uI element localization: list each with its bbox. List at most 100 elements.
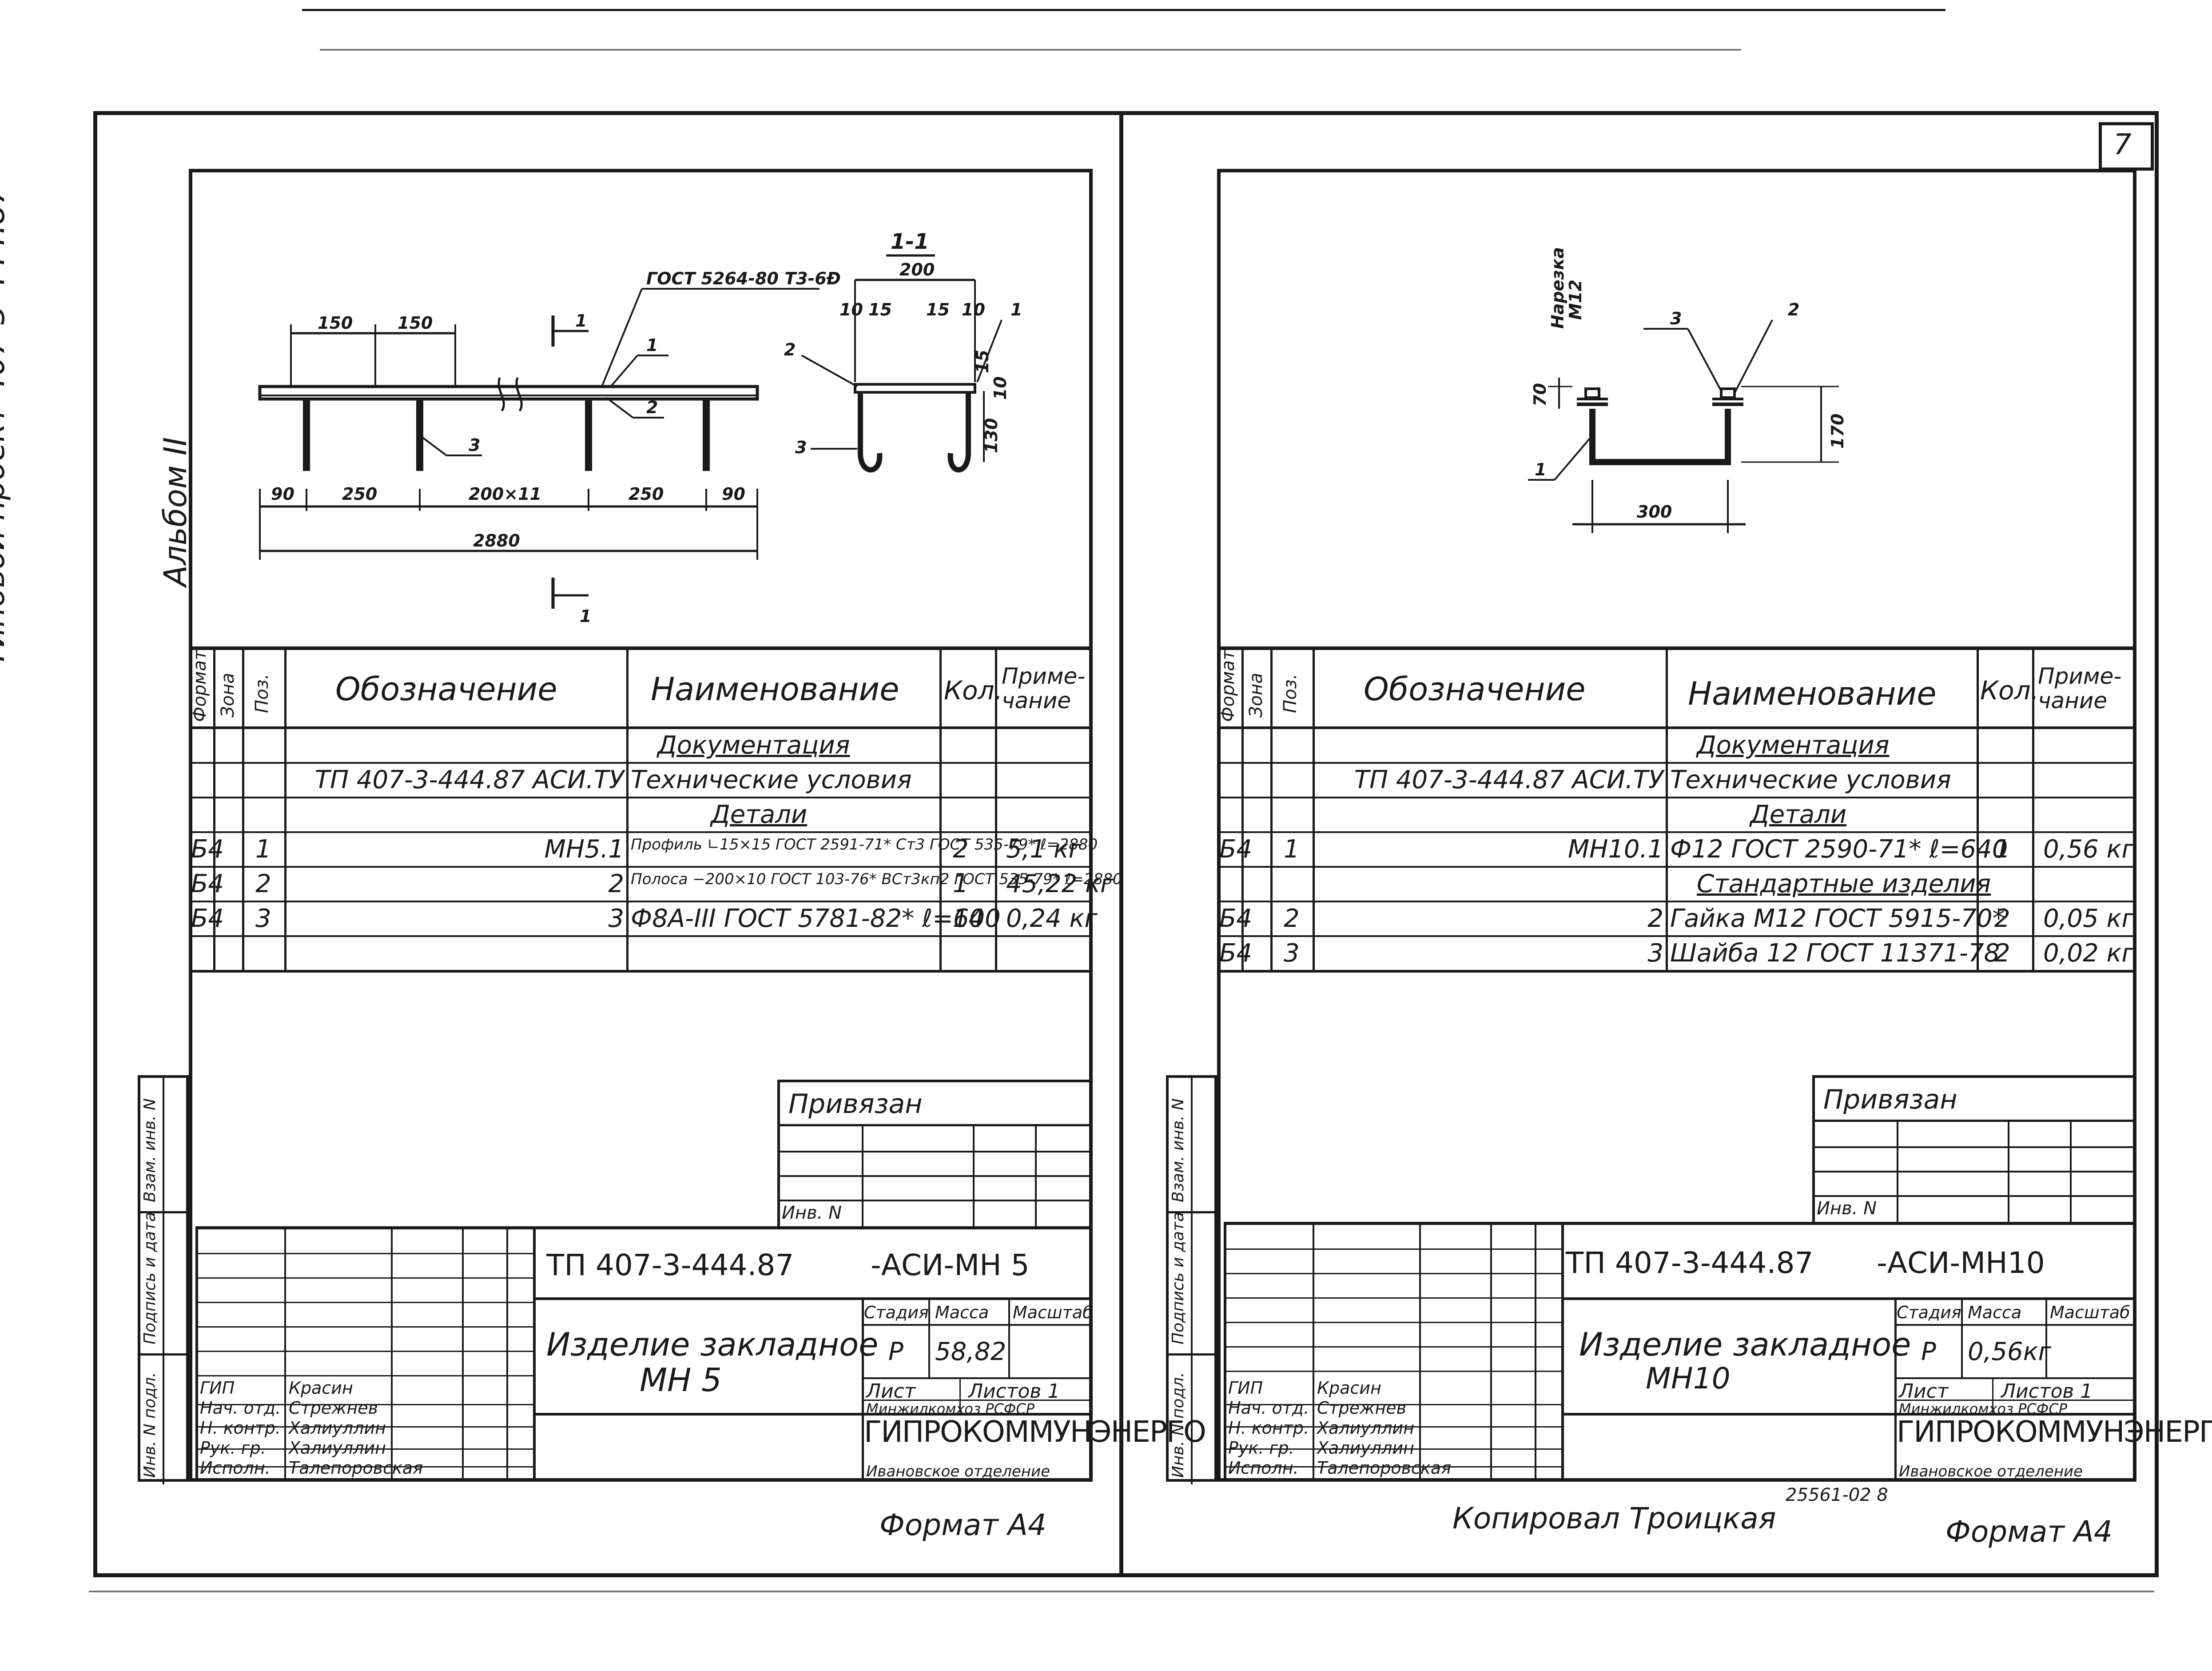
title-line-2: МН10	[1646, 1361, 1731, 1396]
right-side-stamp: Взам. инв. N Подпись и дата Инв. N подл.	[1166, 1075, 1220, 1484]
project-label: Типовой проект 407-3-444.87	[0, 185, 12, 666]
staff-role: Рук. гр.	[1228, 1438, 1294, 1458]
row-designation: ТП 407-3-444.87 АСИ.ТУ	[314, 766, 624, 794]
svg-text:3: 3	[469, 435, 480, 455]
org-branch: Ивановское отделение	[1899, 1463, 2083, 1480]
svg-text:15: 15	[926, 300, 950, 319]
col-format-header: Формат	[190, 650, 210, 722]
row-name: Технические условия	[1670, 766, 1951, 794]
stamp-inv-podl: Инв. N подл.	[1169, 1372, 1187, 1478]
doc-suffix: -АСИ-МН 5	[871, 1248, 1030, 1282]
staff-name: Халиуллин	[1317, 1438, 1414, 1458]
row-format: Б4	[191, 835, 224, 864]
col-qty-header: Кол.	[944, 675, 1003, 706]
col-name-header: Наименование	[1688, 675, 1937, 712]
staff-name: Халиуллин	[289, 1418, 386, 1438]
row-name: Шайба 12 ГОСТ 11371-78	[1670, 939, 2000, 968]
row-designation: 2	[1647, 904, 1663, 933]
row-name: Документация	[657, 731, 850, 760]
row-note: 0,24 кг	[1006, 904, 1098, 933]
col-note-header: Приме-чание	[2038, 663, 2122, 714]
svg-text:2880: 2880	[473, 531, 520, 550]
svg-text:150: 150	[318, 313, 353, 333]
left-title-block: ТП 407-3-444.87 -АСИ-МН 5 Изделие заклад…	[195, 1226, 1206, 1482]
scale-header: Масштаб	[2050, 1303, 2130, 1322]
left-spec-table: Формат Зона Поз. Обозначение Наименовани…	[189, 646, 1122, 1002]
col-designation-header: Обозначение	[335, 670, 557, 708]
row-pos: 3	[255, 904, 271, 933]
mass-value: 0,56кг	[1968, 1337, 2051, 1366]
row-format: Б4	[1219, 939, 1253, 968]
row-name: Профиль ∟15×15 ГОСТ 2591-71* Ст3 ГОСТ 53…	[631, 836, 1098, 853]
org-name: ГИПРОКОММУНЭНЕРГО	[864, 1415, 1206, 1449]
row-name: Документация	[1697, 731, 1890, 760]
svg-text:2: 2	[1788, 300, 1799, 319]
right-frame	[1217, 169, 2136, 1482]
row-note: 5,1 кг	[1006, 835, 1082, 864]
stage-header: Стадия	[864, 1303, 929, 1322]
row-designation: МН10.1	[1567, 835, 1663, 864]
svg-text:10: 10	[962, 300, 985, 319]
doc-code: ТП 407-3-444.87	[546, 1248, 794, 1282]
staff-name: Стрежнев	[289, 1398, 378, 1418]
row-qty: 1	[1994, 835, 2010, 864]
doc-code: ТП 407-3-444.87	[1566, 1246, 1814, 1280]
scan-top-line-2	[320, 49, 1741, 51]
row-name: Гайка М12 ГОСТ 5915-70*	[1670, 904, 2005, 933]
svg-text:150: 150	[398, 313, 433, 333]
org-ministry: Минжилкомхоз РСФСР	[866, 1400, 1034, 1417]
svg-text:3: 3	[1670, 309, 1682, 328]
album-label: Альбом II	[157, 437, 194, 586]
stamp-inv-podl: Инв. N подл.	[141, 1372, 159, 1478]
col-pos-header: Поз.	[1280, 674, 1301, 713]
mass-header: Масса	[1968, 1303, 2022, 1322]
svg-text:130: 130	[982, 418, 1001, 453]
svg-text:170: 170	[1828, 414, 1847, 449]
archive-number: 25561-02 8	[1786, 1485, 1888, 1505]
row-pos: 3	[1284, 939, 1300, 968]
row-name: Ф8А-III ГОСТ 5781-82* ℓ=600	[631, 904, 1001, 933]
row-qty: 2	[1994, 904, 2010, 933]
row-name: Технические условия	[631, 766, 912, 794]
row-designation: 2	[608, 869, 624, 898]
staff-name: Красин	[289, 1378, 353, 1398]
svg-text:3: 3	[795, 438, 807, 457]
mass-header: Масса	[935, 1303, 989, 1322]
inv-no-label: Инв. N	[782, 1203, 842, 1223]
inv-no-label: Инв. N	[1817, 1198, 1877, 1219]
staff-name: Халиуллин	[1317, 1418, 1414, 1438]
doc-suffix: -АСИ-МН10	[1877, 1246, 2045, 1280]
staff-role: Н. контр.	[1228, 1418, 1309, 1438]
svg-text:1: 1	[646, 335, 658, 355]
svg-text:1: 1	[1011, 300, 1022, 319]
privyazan-label: Привязан	[788, 1089, 923, 1120]
svg-text:1-1: 1-1	[891, 229, 929, 254]
svg-text:2: 2	[784, 340, 796, 359]
col-pos-header: Поз.	[252, 674, 272, 713]
outer-sheet	[93, 111, 2159, 1577]
svg-text:15: 15	[868, 300, 892, 319]
svg-text:200×11: 200×11	[469, 484, 541, 504]
staff-name: Красин	[1317, 1378, 1381, 1398]
org-branch: Ивановское отделение	[866, 1463, 1050, 1480]
svg-text:Нарезка: Нарезка	[1548, 247, 1567, 329]
col-name-header: Наименование	[651, 670, 899, 708]
row-note: 0,56 кг	[2043, 835, 2135, 864]
page-number: 7	[2113, 128, 2132, 161]
privyazan-label: Привязан	[1823, 1084, 1957, 1115]
row-designation: ТП 407-3-444.87 АСИ.ТУ	[1354, 766, 1663, 794]
staff-role: Исполн.	[200, 1458, 271, 1478]
col-format-header: Формат	[1218, 650, 1238, 722]
row-format: Б4	[1219, 904, 1253, 933]
mass-value: 58,82	[935, 1337, 1007, 1366]
right-drawing: 300 170 70 Нарезка М12 1 3 2	[1528, 247, 1847, 533]
svg-text:1: 1	[580, 606, 591, 626]
col-note-header: Приме-чание	[1002, 663, 1086, 714]
scale-header: Масштаб	[1013, 1303, 1093, 1322]
sheets-label: Листов 1	[2001, 1380, 2093, 1403]
svg-text:10: 10	[991, 376, 1010, 400]
staff-role: ГИП	[1228, 1378, 1263, 1398]
staff-role: Нач. отд.	[1228, 1398, 1309, 1418]
svg-text:90: 90	[722, 484, 745, 504]
svg-text:200: 200	[899, 260, 935, 279]
